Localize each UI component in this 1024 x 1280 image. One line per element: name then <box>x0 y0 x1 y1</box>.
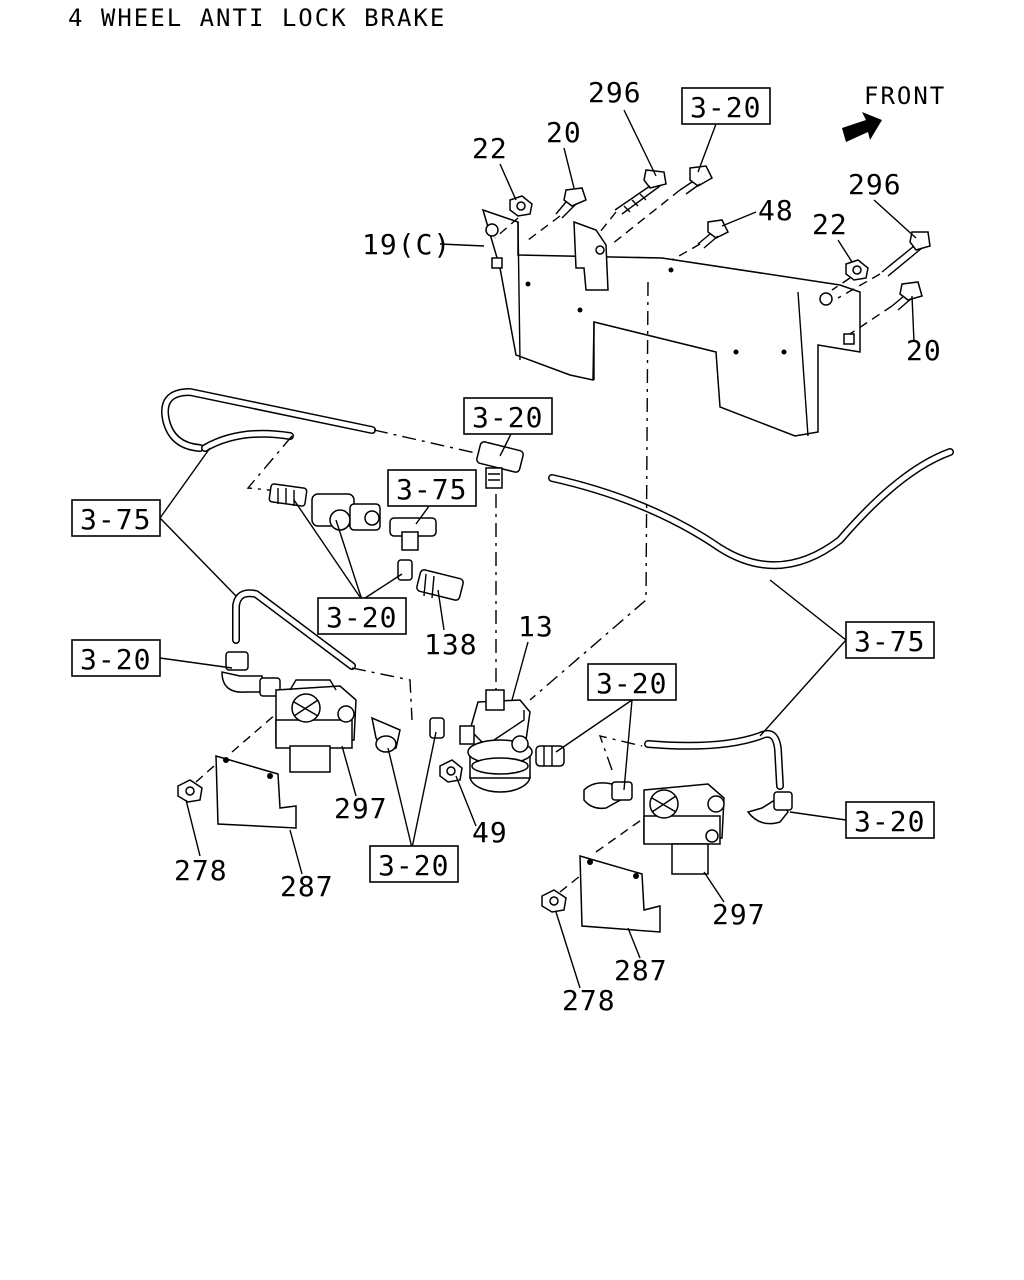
svg-text:3-20: 3-20 <box>326 601 397 634</box>
nut-278-left <box>177 779 203 803</box>
bolt-296-a <box>614 169 667 215</box>
nut-278-right <box>541 889 567 913</box>
bolt-48 <box>697 219 730 249</box>
svg-text:3-75: 3-75 <box>396 473 467 506</box>
callout-287-a: 287 <box>280 870 334 903</box>
bolt-ref-320 <box>679 165 713 195</box>
svg-text:3-20: 3-20 <box>80 643 151 676</box>
front-label: FRONT <box>864 82 946 110</box>
front-arrow-icon <box>842 112 882 142</box>
callout-20-a: 20 <box>546 116 582 149</box>
callout-297-b: 297 <box>712 898 766 931</box>
callout-22-b: 22 <box>812 208 848 241</box>
svg-text:3-75: 3-75 <box>80 503 151 536</box>
nut-49 <box>439 759 463 783</box>
cover-287-left <box>215 754 297 829</box>
brake-pipes <box>161 388 954 790</box>
nut-22-a <box>509 195 533 217</box>
modulator-valve-left-297 <box>275 679 357 773</box>
ref-box-375-left[interactable]: 3-75 <box>71 499 161 537</box>
elbow-right-a <box>583 781 633 810</box>
callout-297-a: 297 <box>334 792 388 825</box>
fitting-group <box>268 483 464 601</box>
callout-296-a: 296 <box>588 76 642 109</box>
svg-text:3-20: 3-20 <box>690 91 761 124</box>
svg-text:3-20: 3-20 <box>472 401 543 434</box>
ref-box-320-left[interactable]: 3-20 <box>71 639 161 677</box>
relay-valve-13 <box>429 689 533 793</box>
ref-box-320-bottom[interactable]: 3-20 <box>369 845 459 883</box>
ref-box-320-top[interactable]: 3-20 <box>681 87 771 125</box>
bracket-19c <box>481 208 861 437</box>
callout-138: 138 <box>424 628 478 661</box>
ref-box-320-fittings[interactable]: 3-20 <box>317 597 407 635</box>
ref-box-375-right[interactable]: 3-75 <box>845 621 935 659</box>
callout-22-a: 22 <box>472 132 508 165</box>
ref-box-320-right-elbow[interactable]: 3-20 <box>845 801 935 839</box>
ref-box-320-right-mid[interactable]: 3-20 <box>587 663 677 701</box>
ref-box-375-center[interactable]: 3-75 <box>387 469 477 507</box>
svg-text:3-20: 3-20 <box>854 805 925 838</box>
svg-text:3-20: 3-20 <box>378 849 449 882</box>
callout-48: 48 <box>758 194 794 227</box>
callout-287-b: 287 <box>614 954 668 987</box>
callout-19c: 19(C) <box>362 228 451 261</box>
modulator-valve-right-297 <box>643 783 725 875</box>
callout-49: 49 <box>472 816 508 849</box>
elbow-left <box>221 651 281 697</box>
elbow-center <box>370 716 401 753</box>
callout-20-b: 20 <box>906 334 942 367</box>
svg-text:3-20: 3-20 <box>596 667 667 700</box>
callout-278-a: 278 <box>174 854 228 887</box>
ref-box-320-tee[interactable]: 3-20 <box>463 397 553 435</box>
bolt-20-a <box>555 187 587 219</box>
bolt-20-b <box>891 281 923 311</box>
leader-lines <box>159 109 917 989</box>
callout-296-b: 296 <box>848 168 902 201</box>
diagram-title: 4 WHEEL ANTI LOCK BRAKE <box>68 4 446 32</box>
callout-13: 13 <box>518 610 554 643</box>
callout-278-b: 278 <box>562 984 616 1017</box>
svg-text:3-75: 3-75 <box>854 625 925 658</box>
cover-287-right <box>579 854 661 933</box>
bolt-296-b <box>881 231 931 277</box>
elbow-right-b <box>746 791 793 825</box>
tee-fitting <box>476 441 524 489</box>
nut-22-b <box>845 259 869 281</box>
